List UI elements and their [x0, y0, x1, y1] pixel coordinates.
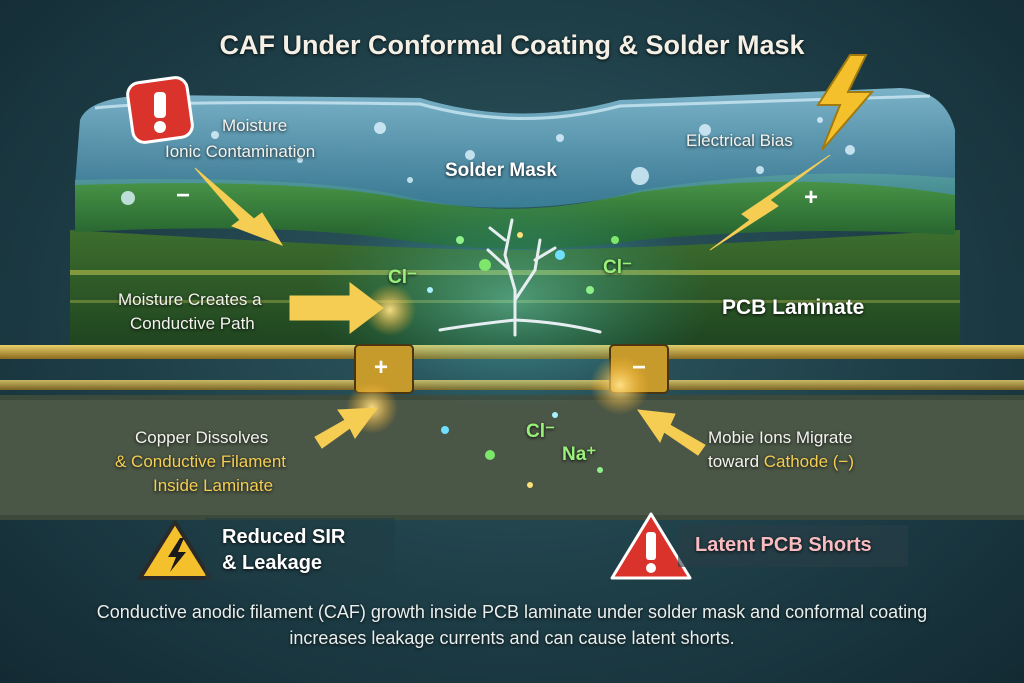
warning-exclamation-icon — [126, 76, 194, 144]
solder-mask-label: Solder Mask — [445, 160, 557, 181]
caf-dendrite — [438, 218, 602, 337]
mobile-ions-arrow — [636, 409, 706, 456]
mobile-ions-label: Mobie Ions Migrate — [708, 428, 853, 447]
latent-shorts-banner — [678, 525, 908, 567]
electrical-bias-label: Electrical Bias — [686, 131, 793, 150]
toward-text: toward — [708, 452, 764, 471]
moisture-label: Moisture — [222, 116, 288, 135]
lightning-bolt-icon — [816, 54, 875, 151]
anode-plus-sign: + — [374, 354, 389, 381]
conductive-filament-label: & Conductive Filament — [115, 452, 287, 471]
path-arrow — [289, 281, 384, 335]
reduced-sir-label: Reduced SIR — [222, 526, 346, 548]
latent-shorts-label: Latent PCB Shorts — [695, 534, 872, 556]
pcb-laminate-label: PCB Laminate — [722, 296, 865, 319]
coating-minus-sign: − — [176, 182, 191, 209]
conductive-path-label-2: Conductive Path — [130, 314, 255, 333]
cathode-text: Cathode (−) — [763, 452, 854, 471]
copper-arrow — [314, 407, 379, 449]
page-title: CAF Under Conformal Coating & Solder Mas… — [219, 30, 805, 60]
bias-arrow — [709, 154, 831, 251]
toward-cathode-label: toward Cathode (−) — [708, 452, 854, 472]
sodium-ion: Na⁺ — [562, 444, 597, 465]
cathode-spark — [590, 355, 650, 415]
arrows — [194, 154, 831, 456]
ion-particles — [427, 232, 619, 488]
reduced-sir-banner — [205, 518, 395, 582]
leakage-label: & Leakage — [222, 552, 323, 574]
chloride-ion-left: Cl⁻ — [388, 267, 418, 288]
chloride-ion-right: Cl⁻ — [603, 257, 633, 278]
inside-laminate-label: Inside Laminate — [153, 476, 274, 495]
conformal-coating-layer — [75, 88, 955, 208]
laminate-base-texture — [0, 400, 1024, 515]
path-spark — [364, 284, 416, 336]
moisture-droplets — [121, 117, 855, 205]
cathode-minus-sign: − — [632, 354, 647, 381]
moisture-arrow — [194, 167, 284, 246]
chloride-ion-low: Cl⁻ — [526, 421, 556, 442]
copper-dissolves-label: Copper Dissolves — [135, 428, 269, 447]
red-exclamation-triangle-icon — [610, 512, 692, 580]
conductive-path-label-1: Moisture Creates a — [118, 290, 262, 309]
caption: Conductive anodic filament (CAF) growth … — [96, 602, 928, 648]
ionic-contamination-label: Ionic Contamination — [165, 142, 316, 161]
high-voltage-warning-icon — [138, 520, 212, 580]
coating-plus-sign: + — [804, 184, 819, 211]
